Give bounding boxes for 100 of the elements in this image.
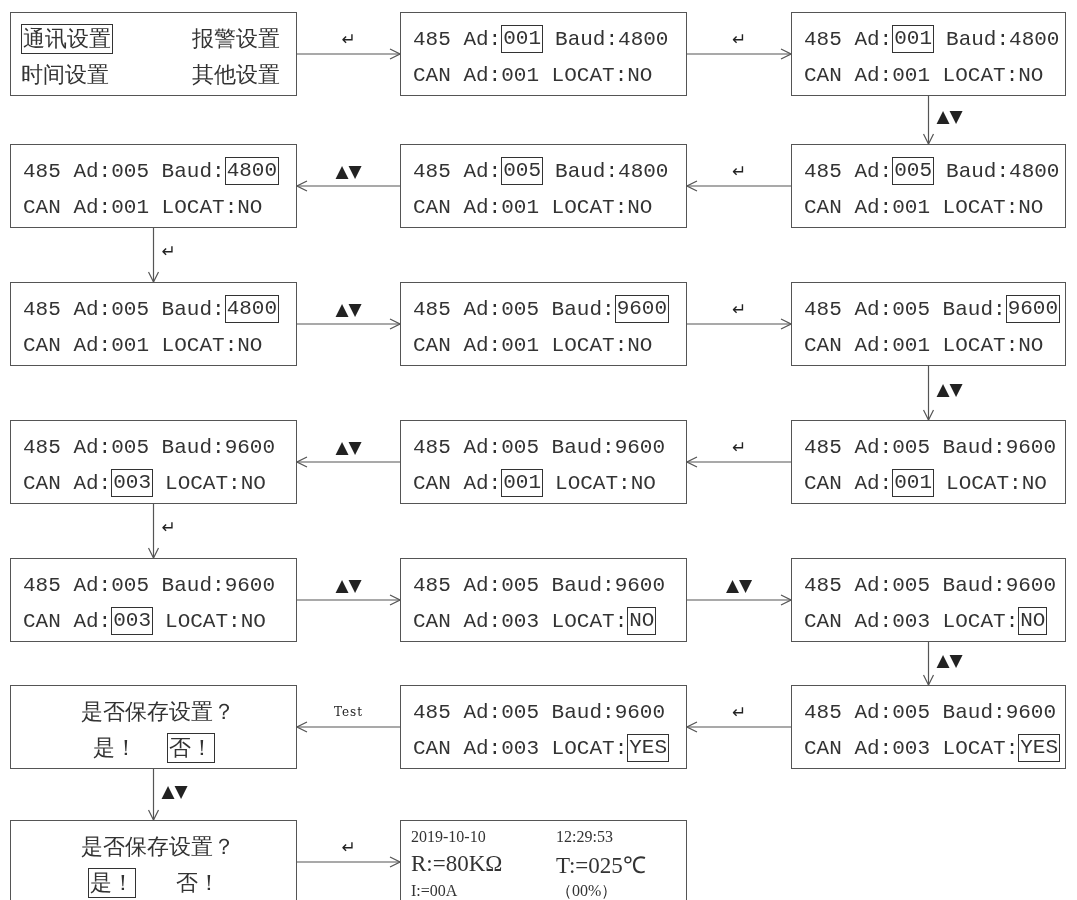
selected-field: 9600 (1005, 295, 1061, 323)
display-text: CAN Ad:001 LOCAT:NO (23, 195, 263, 219)
display-screen (400, 144, 687, 228)
display-text: CAN Ad:003 LOCAT: (413, 609, 628, 633)
display-text: 485 Ad:005 Baud: (804, 297, 1006, 321)
arrow (922, 365, 935, 421)
display-screen (10, 12, 297, 96)
selected-field: YES (627, 734, 670, 762)
display-text: 485 Ad: (804, 27, 893, 51)
display-text: CAN Ad:001 LOCAT:NO (804, 63, 1044, 87)
display-text: （00%） (556, 880, 618, 900)
display-text: 485 Ad: (413, 27, 502, 51)
display-text: CAN Ad:001 LOCAT:NO (413, 195, 653, 219)
arrow (147, 227, 160, 283)
arrow (296, 856, 401, 868)
arrow (686, 318, 792, 330)
display-screen (10, 558, 297, 642)
display-screen (400, 12, 687, 96)
selected-field: YES (1018, 734, 1061, 762)
arrow (686, 48, 792, 60)
display-screen (791, 685, 1066, 769)
display-text: 否！ (175, 869, 220, 897)
arrow (296, 318, 401, 330)
selected-field: 001 (892, 25, 935, 53)
arrow (147, 768, 160, 821)
selected-field: 005 (501, 157, 544, 185)
display-text: CAN Ad: (23, 609, 112, 633)
display-text: 485 Ad:005 Baud: (413, 297, 615, 321)
selected-field: 003 (111, 469, 154, 497)
display-text: 485 Ad:005 Baud:9600 (413, 435, 666, 459)
display-screen (10, 282, 297, 366)
display-text: Baud:4800 (946, 27, 1060, 51)
display-text: CAN Ad:001 LOCAT:NO (23, 333, 263, 357)
selected-field: 否！ (166, 733, 215, 763)
display-text: 2019-10-10 (411, 828, 487, 846)
display-text: CAN Ad:001 LOCAT:NO (413, 333, 653, 357)
display-screen (791, 282, 1066, 366)
arrow (686, 721, 792, 733)
display-text: 485 Ad: (804, 159, 893, 183)
arrow (296, 721, 401, 733)
selected-field: NO (627, 607, 657, 635)
arrow (296, 180, 401, 192)
display-screen (791, 558, 1066, 642)
display-screen (400, 420, 687, 504)
display-text: 485 Ad:005 Baud:9600 (413, 700, 666, 724)
display-text: LOCAT:NO (946, 471, 1047, 495)
arrow (686, 180, 792, 192)
display-text: CAN Ad:001 LOCAT:NO (413, 63, 653, 87)
display-screen (791, 420, 1066, 504)
arrow (147, 503, 160, 559)
display-text: LOCAT:NO (165, 609, 266, 633)
display-text: 485 Ad:005 Baud:9600 (413, 573, 666, 597)
selected-field: 通讯设置 (21, 24, 113, 54)
display-text: I:=00A (411, 882, 459, 900)
selected-field: 005 (892, 157, 935, 185)
display-screen (10, 144, 297, 228)
arrow (922, 641, 935, 686)
display-screen (400, 820, 687, 900)
selected-field: 003 (111, 607, 154, 635)
display-text: 485 Ad:005 Baud:9600 (804, 435, 1057, 459)
display-text: 485 Ad:005 Baud: (23, 297, 225, 321)
display-text: 12:29:53 (556, 828, 613, 846)
display-text: CAN Ad: (804, 471, 893, 495)
display-text: 是否保存设置？ (80, 833, 235, 861)
display-text: CAN Ad:001 LOCAT:NO (804, 333, 1044, 357)
arrow (296, 48, 401, 60)
display-screen (400, 685, 687, 769)
display-screen (791, 12, 1066, 96)
selected-field: 001 (501, 469, 544, 497)
display-text: Baud:4800 (946, 159, 1060, 183)
display-text: 是否保存设置？ (80, 698, 235, 726)
display-text: CAN Ad: (413, 471, 502, 495)
selected-field: NO (1018, 607, 1048, 635)
display-text: 485 Ad:005 Baud:9600 (804, 700, 1057, 724)
display-text: Baud:4800 (555, 27, 669, 51)
display-text: CAN Ad:003 LOCAT: (804, 609, 1019, 633)
menu-item: 报警设置 (192, 25, 280, 53)
display-text: 485 Ad: (413, 159, 502, 183)
display-text: Baud:4800 (555, 159, 669, 183)
display-text: 是！ (92, 734, 137, 762)
display-text: CAN Ad:003 LOCAT: (804, 736, 1019, 760)
display-text: 485 Ad:005 Baud:9600 (804, 573, 1057, 597)
display-text: CAN Ad: (23, 471, 112, 495)
selected-field: 4800 (224, 157, 280, 185)
selected-field: 001 (892, 469, 935, 497)
display-screen (400, 558, 687, 642)
display-text: LOCAT:NO (165, 471, 266, 495)
display-text: 485 Ad:005 Baud:9600 (23, 435, 276, 459)
selected-field: 001 (501, 25, 544, 53)
arrow (686, 594, 792, 606)
selected-field: 9600 (614, 295, 670, 323)
display-text: CAN Ad:003 LOCAT: (413, 736, 628, 760)
arrow (686, 456, 792, 468)
display-screen (10, 820, 297, 900)
arrow (296, 456, 401, 468)
menu-item: 其他设置 (192, 61, 280, 89)
display-screen (10, 685, 297, 769)
display-text: R:=80KΩ (411, 851, 504, 877)
selected-field: 是！ (87, 868, 136, 898)
display-screen (10, 420, 297, 504)
